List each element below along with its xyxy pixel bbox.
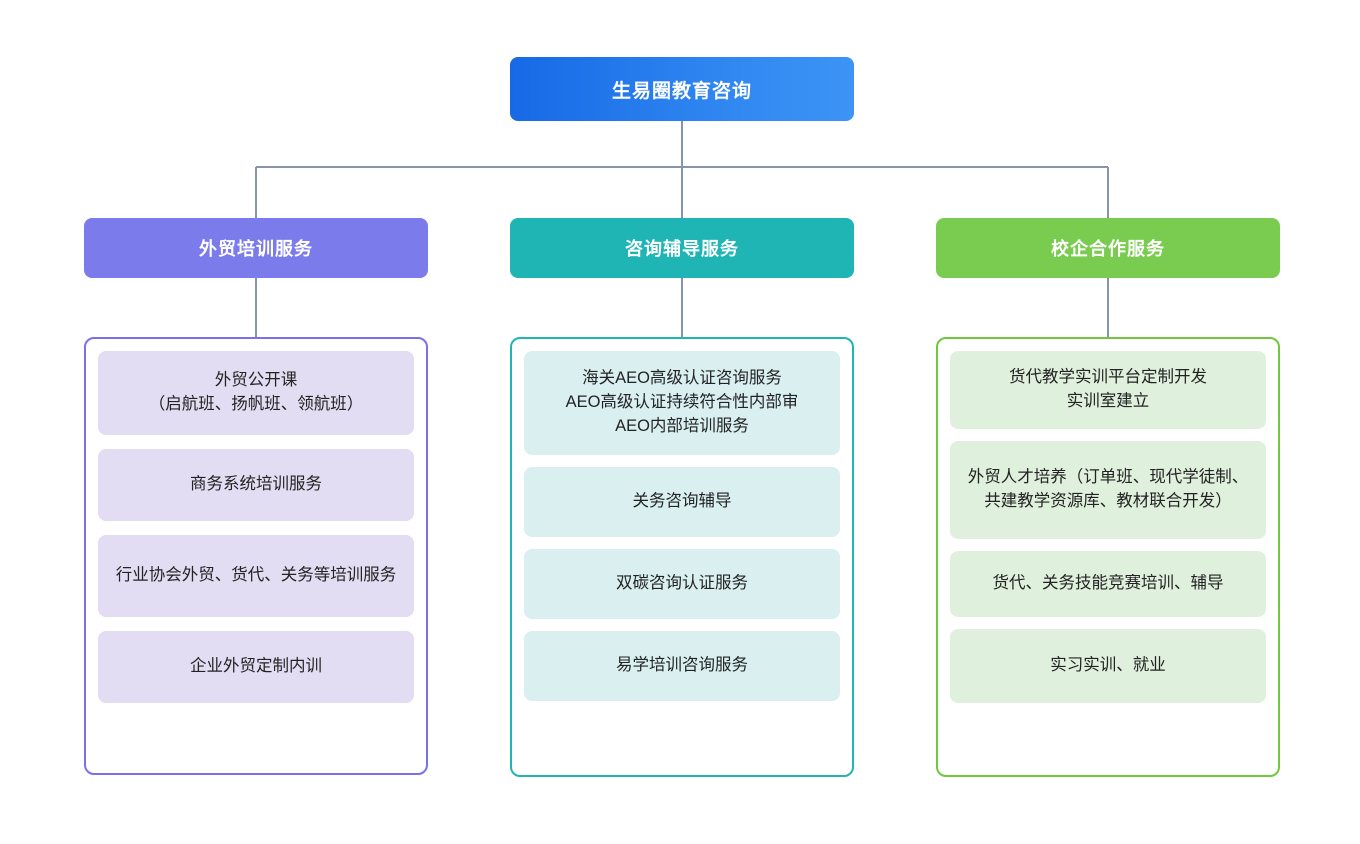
leaf-item[interactable]: 货代、关务技能竞赛培训、辅导 (950, 551, 1266, 617)
leaf-item[interactable]: 实习实训、就业 (950, 629, 1266, 703)
leaf-item[interactable]: 外贸公开课 （启航班、扬帆班、领航班） (98, 351, 414, 435)
root-node[interactable]: 生易圈教育咨询 (510, 57, 854, 121)
leaf-item[interactable]: 货代教学实训平台定制开发 实训室建立 (950, 351, 1266, 429)
branch-header-label: 校企合作服务 (1051, 239, 1165, 259)
items-container-waimao-peixun: 外贸公开课 （启航班、扬帆班、领航班） 商务系统培训服务 行业协会外贸、货代、关… (84, 337, 428, 775)
leaf-item[interactable]: 行业协会外贸、货代、关务等培训服务 (98, 535, 414, 617)
items-container-zixun-fudao: 海关AEO高级认证咨询服务 AEO高级认证持续符合性内部审 AEO内部培训服务 … (510, 337, 854, 777)
branch-header-label: 外贸培训服务 (199, 239, 313, 259)
leaf-item[interactable]: 易学培训咨询服务 (524, 631, 840, 701)
leaf-item[interactable]: 关务咨询辅导 (524, 467, 840, 537)
leaf-item[interactable]: 商务系统培训服务 (98, 449, 414, 521)
leaf-item[interactable]: 双碳咨询认证服务 (524, 549, 840, 619)
leaf-item[interactable]: 海关AEO高级认证咨询服务 AEO高级认证持续符合性内部审 AEO内部培训服务 (524, 351, 840, 455)
leaf-item[interactable]: 企业外贸定制内训 (98, 631, 414, 703)
branch-header-waimao-peixun[interactable]: 外贸培训服务 (84, 218, 428, 278)
root-node-label: 生易圈教育咨询 (611, 80, 752, 102)
leaf-item[interactable]: 外贸人才培养（订单班、现代学徒制、共建教学资源库、教材联合开发） (950, 441, 1266, 539)
items-container-xiaoqi-hezuo: 货代教学实训平台定制开发 实训室建立 外贸人才培养（订单班、现代学徒制、共建教学… (936, 337, 1280, 777)
branch-header-label: 咨询辅导服务 (625, 239, 739, 259)
branch-header-xiaoqi-hezuo[interactable]: 校企合作服务 (936, 218, 1280, 278)
branch-header-zixun-fudao[interactable]: 咨询辅导服务 (510, 218, 854, 278)
